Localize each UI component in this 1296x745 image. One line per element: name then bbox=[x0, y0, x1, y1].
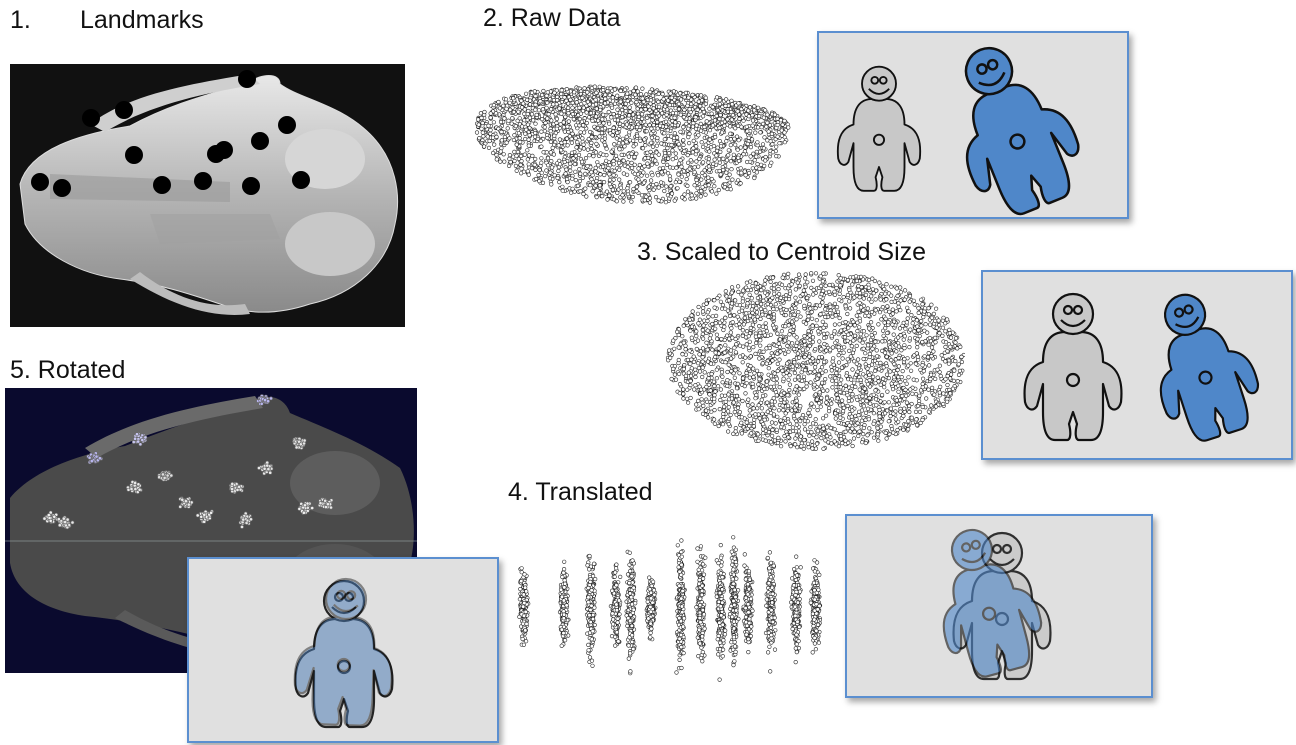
landmark-point bbox=[251, 132, 269, 150]
skull-shape bbox=[19, 74, 399, 315]
translated-figures-box bbox=[845, 514, 1153, 698]
gray-figure bbox=[836, 65, 922, 192]
blue-figure bbox=[927, 33, 1097, 217]
landmark-point bbox=[242, 177, 260, 195]
landmarks-step-number: 1. bbox=[10, 6, 31, 34]
landmark-point bbox=[215, 141, 233, 159]
landmarks-title: Landmarks bbox=[80, 6, 204, 34]
landmark-point bbox=[115, 101, 133, 119]
translated-point-cloud bbox=[517, 535, 823, 682]
blue-figure bbox=[292, 576, 397, 728]
landmark-point bbox=[31, 173, 49, 191]
rotated-figures-box bbox=[187, 557, 499, 743]
landmark-point bbox=[125, 146, 143, 164]
scaled-point-cloud bbox=[665, 271, 965, 451]
landmark-point bbox=[82, 109, 100, 127]
raw-data-figures-box bbox=[817, 31, 1129, 219]
raw-data-point-cloud bbox=[474, 84, 791, 205]
translated-title: 4. Translated bbox=[508, 478, 653, 506]
landmark-point bbox=[278, 116, 296, 134]
scaled-figures-box bbox=[981, 270, 1293, 460]
scaled-title: 3. Scaled to Centroid Size bbox=[637, 238, 927, 266]
skull-landmarks-image bbox=[10, 64, 405, 327]
landmark-point bbox=[292, 171, 310, 189]
landmark-point bbox=[194, 172, 212, 190]
rotated-title: 5. Rotated bbox=[10, 356, 126, 384]
landmark-point bbox=[153, 176, 171, 194]
raw-data-title: 2. Raw Data bbox=[483, 4, 621, 32]
blue-figure bbox=[1131, 279, 1272, 451]
landmark-point bbox=[238, 70, 256, 88]
landmark-point bbox=[53, 179, 71, 197]
gray-figure bbox=[1023, 292, 1123, 442]
